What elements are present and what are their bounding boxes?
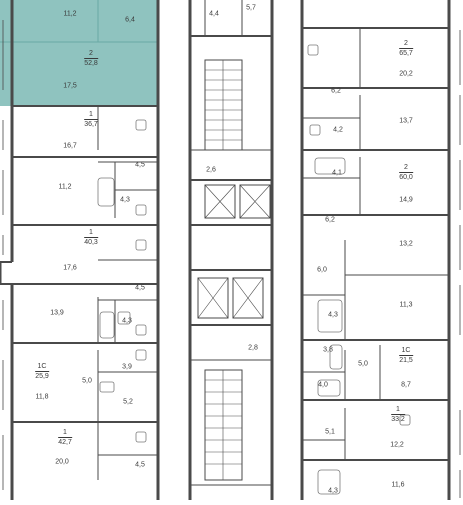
room-area-label: 6,0 [317, 266, 327, 274]
apartment-area: 65,7 [399, 48, 413, 57]
stair-treads [205, 69, 242, 465]
bathroom-fixtures [97, 44, 411, 495]
room-area-label: 2,8 [248, 344, 258, 352]
room-area-label: 4,3 [328, 487, 338, 495]
room-area-label: 3,9 [122, 363, 132, 371]
room-area-label: 4,5 [135, 461, 145, 469]
room-area-label: 11,3 [399, 301, 413, 309]
apartment-label[interactable]: 2 60,0 [399, 163, 413, 182]
room-area-label: 11,8 [35, 393, 49, 401]
apartment-label[interactable]: 2 52,8 [84, 49, 98, 68]
room-area-label: 13,7 [399, 117, 413, 125]
room-area-label: 20,0 [55, 458, 69, 466]
room-area-label: 5,1 [325, 428, 335, 436]
apartment-rooms: 1 [396, 406, 400, 413]
apartment-rooms: 1 [63, 429, 67, 436]
room-area-label: 17,5 [63, 82, 77, 90]
room-area-label: 6,4 [125, 16, 135, 24]
apartment-area: 40,3 [84, 237, 98, 246]
room-area-label: 4,2 [333, 126, 343, 134]
apartment-label[interactable]: 1С 21,5 [399, 346, 413, 365]
apartment-label[interactable]: 1С 25,9 [35, 362, 49, 381]
room-area-label: 11,2 [58, 183, 72, 191]
apartment-rooms: 2 [404, 40, 408, 47]
room-area-label: 6,2 [331, 87, 341, 95]
room-area-label: 14,9 [399, 196, 413, 204]
room-area-label: 2,6 [206, 166, 216, 174]
room-area-label: 17,6 [63, 264, 77, 272]
apartment-rooms: 2 [404, 164, 408, 171]
apartment-label[interactable]: 1 40,3 [84, 228, 98, 247]
room-area-label: 12,2 [390, 441, 404, 449]
room-area-label: 5,0 [82, 377, 92, 385]
apartment-label[interactable]: 1 33,2 [391, 405, 405, 424]
room-area-label: 6,2 [325, 216, 335, 224]
room-area-label: 4,3 [328, 311, 338, 319]
room-area-label: 11,2 [63, 10, 77, 18]
room-area-label: 5,7 [246, 4, 256, 12]
room-area-label: 4,4 [209, 10, 219, 18]
apartment-rooms: 1 [89, 111, 93, 118]
room-area-label: 4,5 [135, 161, 145, 169]
room-area-label: 4,3 [120, 196, 130, 204]
room-area-label: 4,1 [332, 169, 342, 177]
room-area-label: 4,3 [122, 317, 132, 325]
apartment-label[interactable]: 1 42,7 [58, 428, 72, 447]
room-area-label: 16,7 [63, 142, 77, 150]
room-area-label: 5,0 [358, 360, 368, 368]
room-area-label: 13,9 [50, 309, 64, 317]
apartment-rooms: 1С [37, 363, 47, 370]
room-area-label: 8,7 [401, 381, 411, 389]
apartment-area: 21,5 [399, 355, 413, 364]
room-area-label: 11,6 [391, 481, 405, 489]
elevator-marks [197, 184, 271, 319]
room-area-label: 3,8 [323, 346, 333, 354]
apartment-rooms: 2 [89, 50, 93, 57]
apartment-area: 52,8 [84, 58, 98, 67]
highlighted-apartment[interactable] [0, 0, 158, 106]
room-area-label: 13,2 [399, 240, 413, 248]
apartment-label[interactable]: 2 65,7 [399, 39, 413, 58]
room-area-label: 4,0 [318, 381, 328, 389]
apartment-area: 33,2 [391, 414, 405, 423]
apartment-rooms: 1С [401, 347, 411, 354]
apartment-area: 25,9 [35, 371, 49, 380]
room-area-label: 20,2 [399, 70, 413, 78]
apartment-rooms: 1 [89, 229, 93, 236]
apartment-label[interactable]: 1 36,7 [84, 110, 98, 129]
room-area-label: 4,5 [135, 284, 145, 292]
apartment-area: 42,7 [58, 437, 72, 446]
apartment-area: 60,0 [399, 172, 413, 181]
room-area-label: 5,2 [123, 398, 133, 406]
apartment-area: 36,7 [84, 119, 98, 128]
